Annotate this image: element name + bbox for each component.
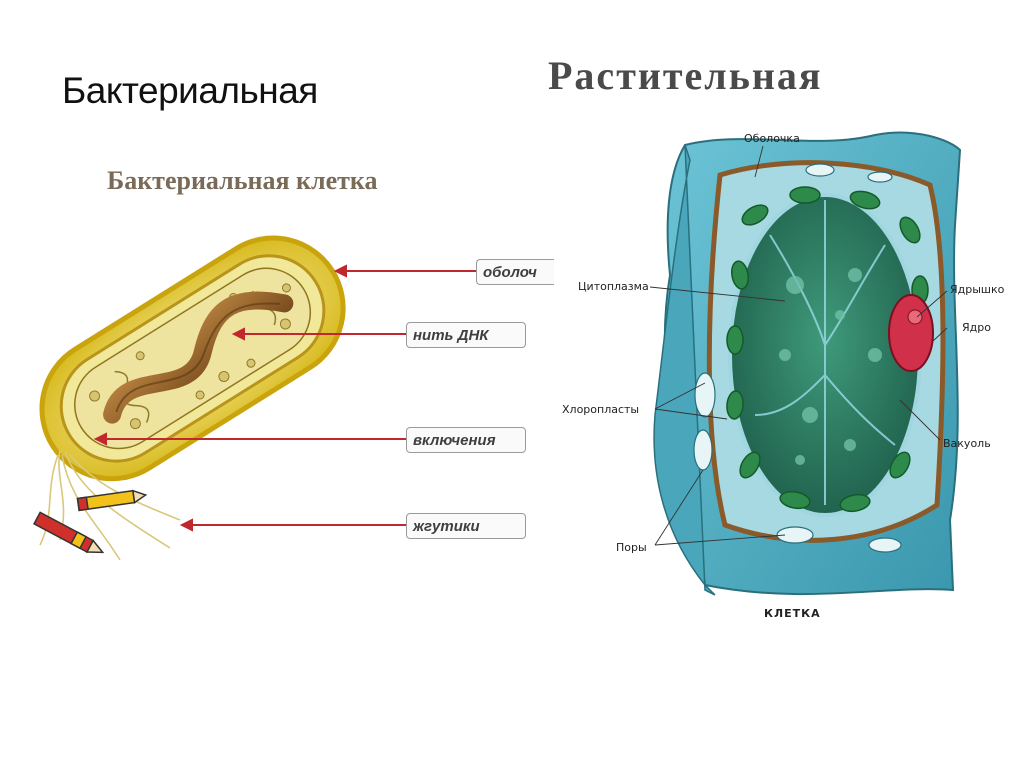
slide-title-bacterial: Бактериальная	[62, 70, 318, 111]
bacterial-cell-heading: Бактериальная клетка	[107, 166, 378, 195]
plant-cell-caption: КЛЕТКА	[764, 607, 821, 620]
label-nucleolus: Ядрышко	[950, 283, 1005, 296]
label-vacuole: Вакуоль	[943, 437, 991, 450]
label-shell-bacterial: оболоч	[476, 259, 554, 285]
label-nucleus: Ядро	[962, 321, 991, 334]
label-dna: нить ДНК	[406, 322, 526, 348]
bacterial-label-arrows	[93, 264, 478, 532]
label-pores: Поры	[616, 541, 647, 554]
slide-title-plant: Растительная	[548, 53, 823, 98]
label-flagella: жгутики	[406, 513, 526, 539]
bacterial-cell-diagram	[39, 235, 478, 561]
plant-cell-diagram	[649, 131, 962, 596]
label-inclusions: включения	[406, 427, 526, 453]
pencil-icon	[33, 511, 105, 554]
chloroplasts	[726, 186, 929, 513]
label-cytoplasm: Цитоплазма	[578, 280, 649, 293]
bacterial-cell-body	[39, 235, 346, 482]
label-shell-plant: Оболочка	[744, 132, 800, 145]
pencil-icon	[76, 489, 148, 512]
plant-nucleus	[888, 294, 934, 372]
label-chloroplasts: Хлоропласты	[562, 403, 640, 416]
plant-nucleolus	[907, 309, 923, 325]
